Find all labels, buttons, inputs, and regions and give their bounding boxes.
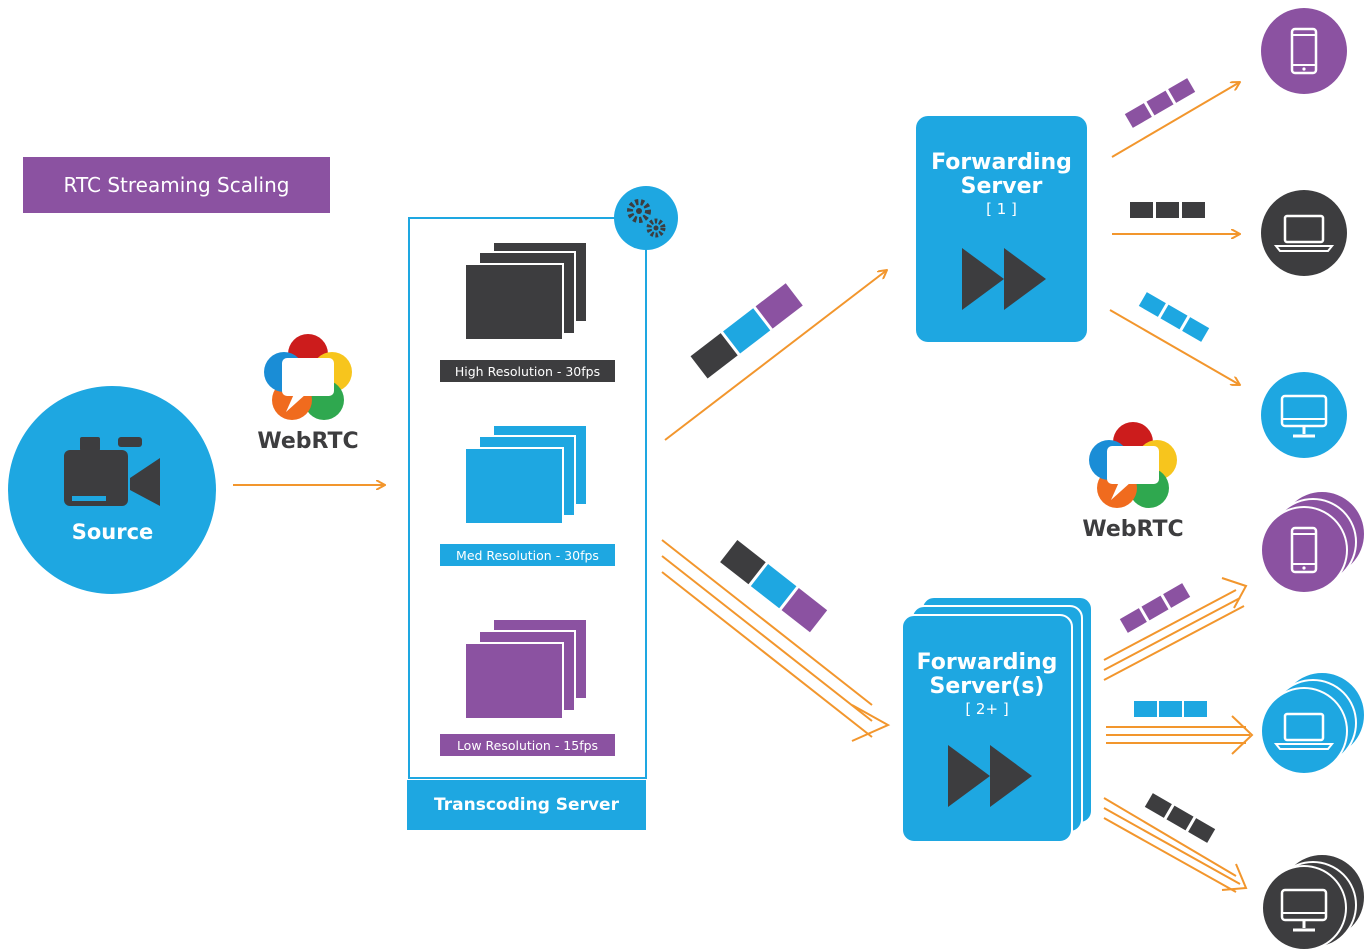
packet-train [1134,701,1207,717]
webrtc-logo-icon [264,334,352,420]
forwarders-to-laptops-arrow [1106,715,1254,755]
low-resolution-label: Low Resolution - 15fps [440,734,615,756]
video-camera-icon [64,437,160,506]
forwarding-server-title: Forwarding [931,150,1072,175]
low-resolution-stack [464,618,588,720]
client-laptop-group [1260,671,1366,775]
forwarders-to-monitors-arrow [1103,797,1248,893]
forwarder-to-phone-arrow [1111,82,1240,158]
transcoding-server-label: Transcoding Server [407,780,646,830]
packet-train [720,540,828,633]
client-laptop [1261,190,1347,276]
gears-icon [614,186,678,250]
forwarding-server-1 [916,116,1087,342]
med-resolution-label: Med Resolution - 30fps [440,544,615,566]
webrtc-logo-icon [1089,422,1177,508]
laptop-icon [1273,712,1335,750]
webrtc-label: WebRTC [1082,517,1184,542]
forwarding-servers-title: Forwarding [916,650,1058,675]
high-resolution-stack [464,241,588,341]
packet-train [1130,202,1205,218]
source-label: Source [71,520,154,544]
source-node [8,386,216,594]
forwarding-servers-title: Server(s) [929,674,1045,699]
laptop-icon [1273,214,1335,252]
monitor-icon [1280,888,1328,932]
high-resolution-label: High Resolution - 30fps [440,360,615,382]
client-phone [1261,8,1347,94]
forwarding-server-count: [ 1 ] [986,200,1017,218]
packet-train [1144,793,1216,843]
fast-forward-icon [962,248,1046,310]
forwarding-servers-count: [ 2+ ] [965,700,1009,718]
transcoder-to-forwarders-arrow [661,539,891,742]
packet-train [1124,78,1196,128]
forwarding-servers-stack [901,596,1093,843]
client-monitor-group [1261,853,1366,951]
client-phone-group [1260,490,1366,594]
forwarders-to-phones-arrow [1103,577,1248,681]
webrtc-label: WebRTC [257,429,359,454]
client-monitor [1261,372,1347,458]
packet-train [1119,583,1191,633]
med-resolution-stack [464,424,588,525]
fast-forward-icon [948,745,1032,807]
phone-icon [1290,27,1318,75]
monitor-icon [1280,394,1328,438]
forwarding-server-title: Server [960,174,1043,199]
packet-train [1138,292,1210,342]
forwarder-to-monitor-arrow [1109,309,1240,385]
phone-icon [1290,526,1318,574]
transcoder-to-forwarder-1-arrow [664,270,887,441]
diagram-title: RTC Streaming Scaling [23,157,330,213]
packet-train [690,283,803,379]
